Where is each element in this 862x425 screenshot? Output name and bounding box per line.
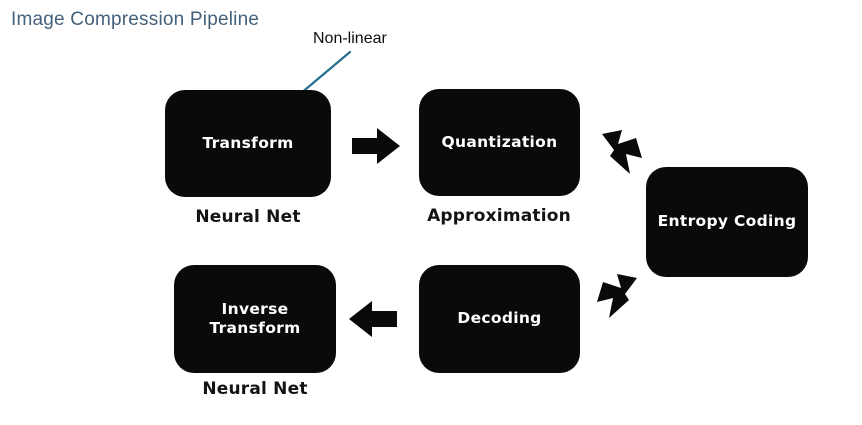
process-box-decoding-label: Decoding <box>457 309 542 328</box>
arrow-left-icon <box>349 301 397 337</box>
page-title: Image Compression Pipeline <box>11 9 260 30</box>
caption-transform: Neural Net <box>195 207 301 227</box>
process-box-decoding[interactable]: Decoding <box>419 265 580 373</box>
arrow-down-left-icon <box>597 274 637 318</box>
annotation-leader-line <box>298 50 352 96</box>
process-box-entropy-coding[interactable]: Entropy Coding <box>646 167 808 277</box>
process-box-quantization[interactable]: Quantization <box>419 89 580 196</box>
annotation-label-non-linear: Non-linear <box>313 30 387 47</box>
process-box-inverse-transform[interactable]: Inverse Transform <box>174 265 336 373</box>
process-box-inverse-transform-label: Inverse Transform <box>209 299 301 337</box>
arrow-right-icon <box>352 128 400 164</box>
arrow-down-right-icon <box>602 130 642 174</box>
process-box-transform-label: Transform <box>202 133 294 152</box>
caption-quantization: Approximation <box>427 206 571 226</box>
caption-inverse-transform: Neural Net <box>202 379 308 399</box>
process-box-entropy-coding-label: Entropy Coding <box>657 212 797 231</box>
process-box-quantization-label: Quantization <box>441 132 558 151</box>
process-box-transform[interactable]: Transform <box>165 90 331 197</box>
